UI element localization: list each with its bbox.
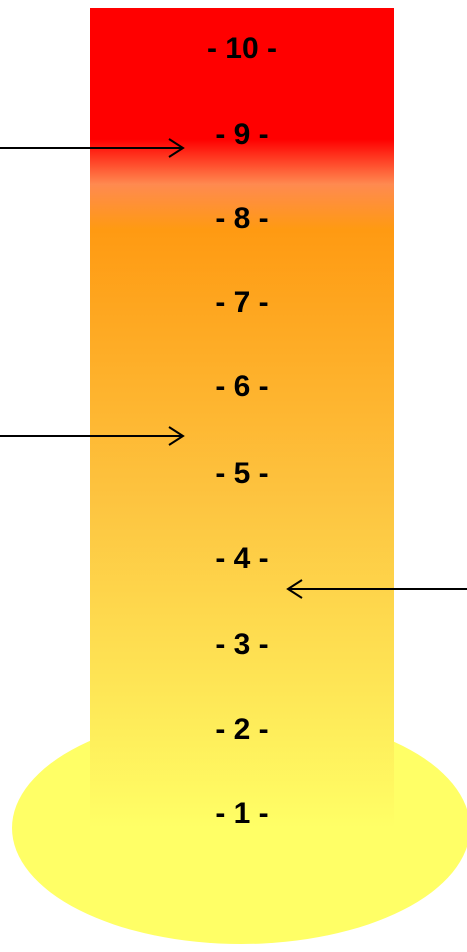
level-label-9: - 9 -: [215, 118, 269, 151]
level-label-4: - 4 -: [215, 542, 269, 575]
level-label-7: - 7 -: [215, 286, 269, 319]
level-label-8: - 8 -: [215, 202, 269, 235]
arrow-left-upper: [0, 138, 185, 158]
thermometer-column: [90, 8, 394, 828]
level-label-10: - 10 -: [206, 32, 278, 65]
level-label-1: - 1 -: [215, 797, 269, 830]
level-label-2: - 2 -: [215, 713, 269, 746]
level-label-5: - 5 -: [215, 457, 269, 490]
arrow-left-middle: [0, 426, 185, 446]
level-label-3: - 3 -: [215, 628, 269, 661]
arrow-right-lower: [286, 579, 467, 599]
level-label-6: - 6 -: [215, 370, 269, 403]
